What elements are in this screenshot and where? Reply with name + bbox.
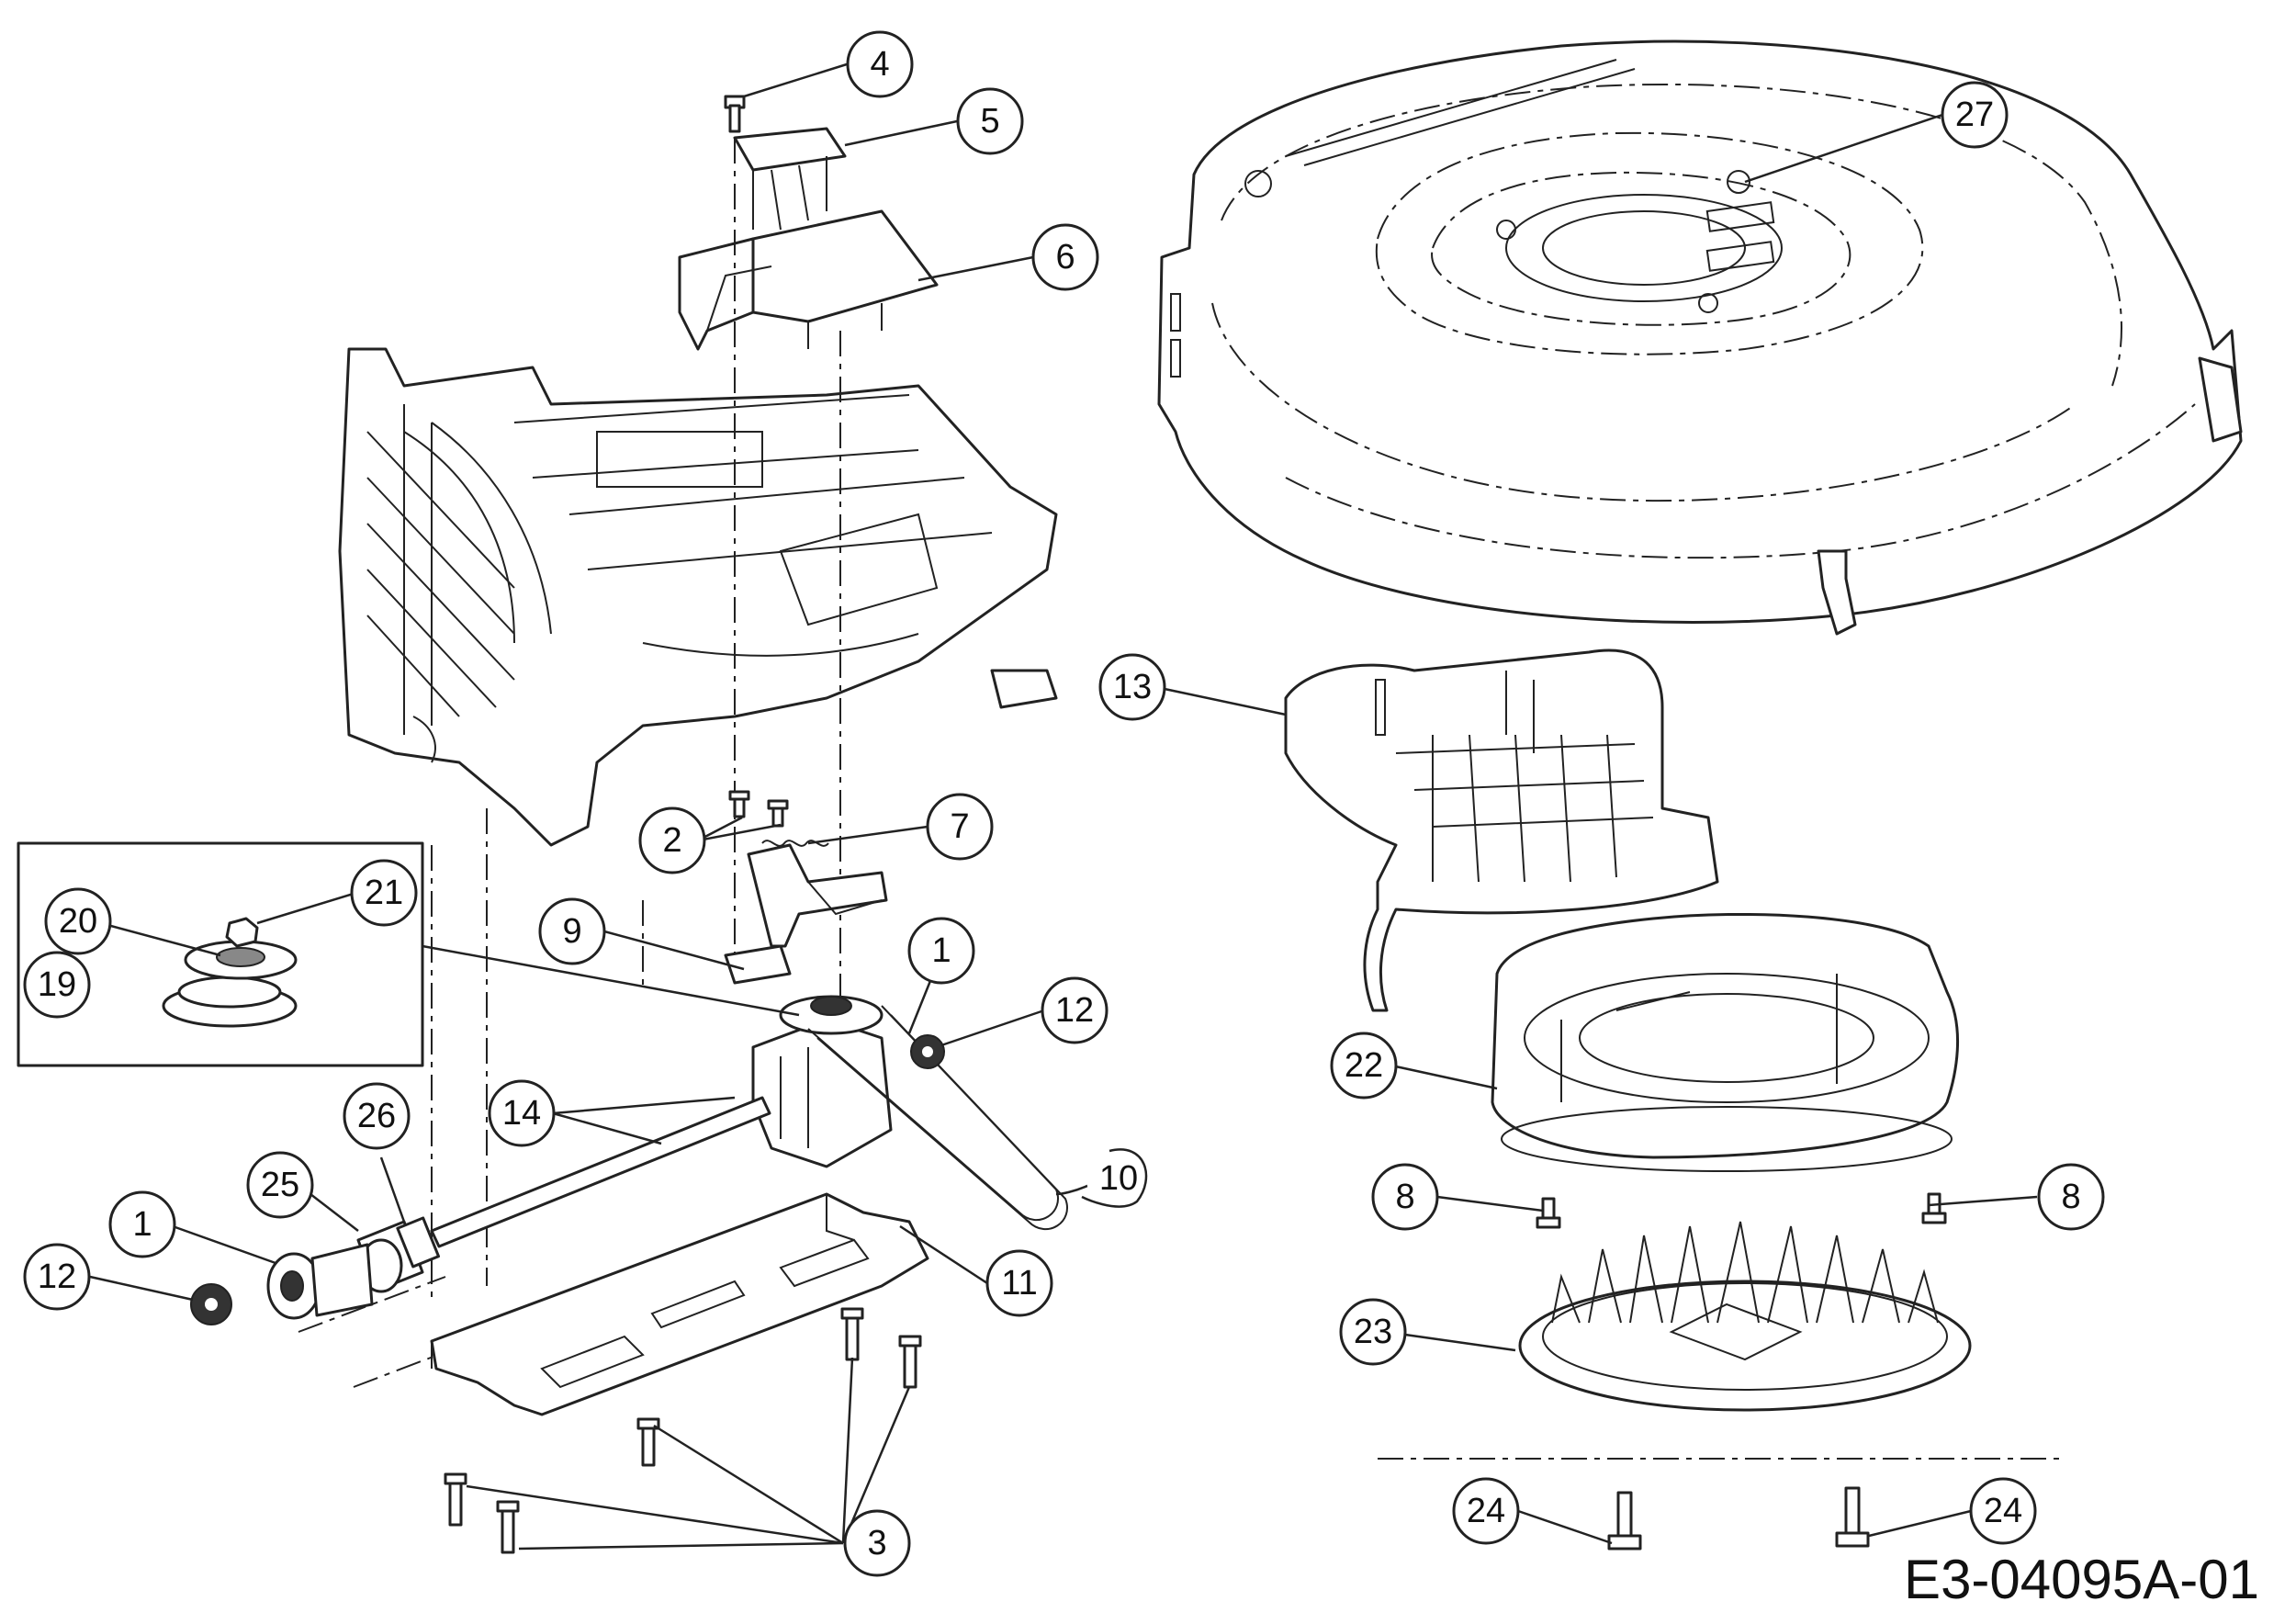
svg-text:1: 1 [931, 931, 951, 970]
svg-text:20: 20 [59, 902, 97, 941]
callout-14: 14 [488, 1079, 556, 1147]
svg-text:19: 19 [38, 965, 76, 1004]
pinion-gear-right [910, 1034, 945, 1069]
callout-9: 9 [538, 897, 606, 965]
callout-19: 19 [23, 951, 91, 1019]
svg-text:24: 24 [1467, 1492, 1505, 1530]
housing-screw-right [1921, 1192, 1947, 1224]
callout-24-left: 24 [1452, 1477, 1520, 1545]
callout-8-right: 8 [2037, 1163, 2105, 1231]
fan-bolt-left [1607, 1491, 1642, 1551]
base-bolt-1 [444, 1472, 467, 1527]
svg-text:6: 6 [1055, 238, 1075, 276]
callout-23: 23 [1339, 1298, 1407, 1366]
belt-guide-bracket [724, 843, 888, 985]
svg-text:23: 23 [1354, 1313, 1392, 1351]
cooling-fan [1518, 1221, 1972, 1412]
callout-6: 6 [1031, 223, 1099, 291]
callout-26: 26 [343, 1082, 411, 1150]
tension-spring [761, 840, 829, 847]
rear-chassis [338, 347, 1058, 847]
callout-21: 21 [350, 859, 418, 927]
drive-belt [807, 1005, 1068, 1231]
callout-1-lower: 1 [108, 1190, 176, 1258]
svg-text:9: 9 [562, 912, 581, 951]
svg-text:11: 11 [1001, 1264, 1037, 1303]
callout-24-right: 24 [1969, 1477, 2037, 1545]
svg-text:5: 5 [980, 102, 999, 141]
pinion-gear [190, 1283, 232, 1325]
callout-2: 2 [638, 806, 706, 874]
svg-text:13: 13 [1113, 668, 1152, 706]
leader-lines [89, 62, 2038, 1551]
svg-text:21: 21 [365, 874, 403, 912]
callout-4: 4 [846, 30, 914, 98]
svg-text:2: 2 [662, 821, 681, 860]
cover-plate [733, 127, 847, 231]
callout-7: 7 [926, 793, 994, 861]
callout-13: 13 [1098, 653, 1166, 721]
svg-text:27: 27 [1955, 96, 1994, 134]
callout-5: 5 [956, 87, 1024, 155]
base-bolt-3 [636, 1417, 660, 1467]
callout-10: 10 [1081, 1146, 1151, 1211]
svg-text:14: 14 [502, 1094, 541, 1133]
handle-bracket [678, 209, 939, 351]
svg-text:8: 8 [1395, 1178, 1414, 1216]
svg-text:25: 25 [261, 1166, 299, 1204]
drawing-id: E3-04095A-01 [1904, 1549, 2259, 1610]
callout-22: 22 [1330, 1032, 1398, 1100]
callout-27: 27 [1941, 81, 2009, 149]
callout-25: 25 [246, 1151, 314, 1219]
callout-20: 20 [44, 887, 112, 955]
base-bolt-2 [496, 1500, 520, 1554]
grass-deflector [1284, 648, 1719, 1012]
svg-text:7: 7 [950, 807, 969, 846]
fan-housing [1491, 912, 1960, 1172]
gearbox-base-plate [430, 1192, 929, 1416]
svg-text:12: 12 [1055, 991, 1094, 1030]
inset-reference-line [422, 944, 800, 1017]
pulley-detail-inset [17, 841, 424, 1067]
callout-3: 3 [843, 1509, 911, 1577]
callout-1: 1 [907, 917, 975, 985]
centerline-6 [298, 1276, 451, 1388]
callout-11: 11 [985, 1249, 1053, 1317]
wheel-bearing [266, 1243, 374, 1320]
svg-text:10: 10 [1099, 1159, 1138, 1198]
top-screw [724, 95, 746, 133]
svg-text:8: 8 [2061, 1178, 2080, 1216]
svg-text:24: 24 [1984, 1492, 2022, 1530]
callout-8-left: 8 [1371, 1163, 1439, 1231]
base-bolt-4 [840, 1307, 864, 1361]
callout-12-lower: 12 [23, 1243, 91, 1311]
svg-text:4: 4 [870, 45, 889, 84]
svg-text:1: 1 [132, 1205, 152, 1244]
mower-deck [1157, 39, 2243, 636]
svg-text:22: 22 [1345, 1046, 1383, 1085]
callout-12: 12 [1041, 976, 1109, 1044]
fan-bolt-right [1835, 1486, 1870, 1548]
svg-text:12: 12 [38, 1257, 76, 1296]
gearbox [751, 995, 893, 1168]
svg-text:26: 26 [357, 1097, 396, 1135]
drive-axle [430, 1096, 771, 1248]
small-screws [728, 790, 789, 828]
housing-screw-left [1536, 1197, 1561, 1229]
base-bolt-5 [898, 1335, 922, 1389]
svg-text:3: 3 [867, 1524, 886, 1562]
